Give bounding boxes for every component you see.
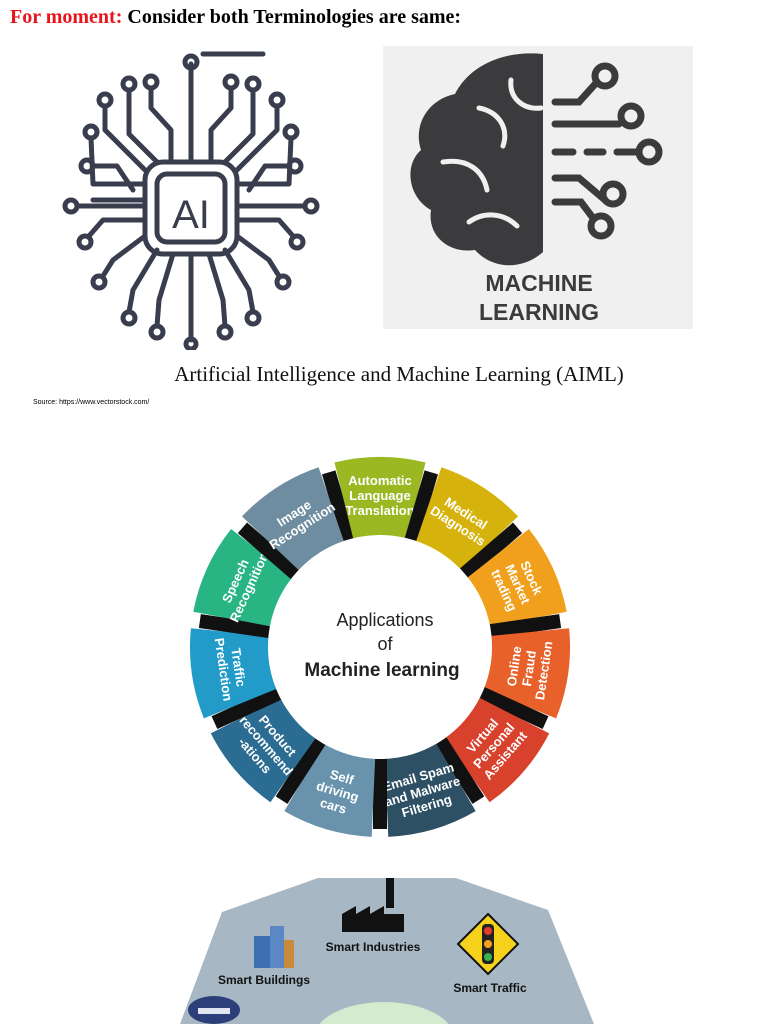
ai-chip-logo: AI <box>33 50 367 352</box>
figure-caption: Artificial Intelligence and Machine Lear… <box>174 362 624 386</box>
building-icon <box>254 926 294 968</box>
wheel-separator <box>275 737 326 804</box>
source-credit: Source: https://www.vectorstock.com/ <box>33 399 150 406</box>
smart-city-diagram: Smart Industries Smart Buildings Smart T… <box>0 870 768 1029</box>
wheel-separator <box>478 687 549 729</box>
wheel-segment <box>241 467 344 571</box>
wheel-segment <box>444 697 550 803</box>
wheel-separator <box>322 470 356 542</box>
ml-logo-line2: LEARNING <box>479 299 599 325</box>
wheel-center <box>272 539 488 755</box>
wheel-segment <box>416 467 519 571</box>
page-heading: For moment: Consider both Terminologies … <box>10 6 461 29</box>
factory-icon <box>342 878 404 932</box>
wheel-separator <box>489 614 562 638</box>
wheel-center-line2: of <box>377 634 393 654</box>
wheel-segment <box>483 628 571 719</box>
wheel-center-line3: Machine learning <box>304 660 459 681</box>
wheel-separator <box>211 687 282 729</box>
label-smart-industries: Smart Industries <box>326 940 421 954</box>
traffic-light-icon <box>456 912 520 976</box>
wheel-separator <box>237 522 300 579</box>
wheel-segment <box>190 628 277 719</box>
wheel-segment <box>384 743 476 837</box>
wheel-separator <box>460 522 523 579</box>
label-smart-buildings: Smart Buildings <box>218 973 310 987</box>
wheel-segment <box>210 697 316 803</box>
wheel-segment <box>334 457 426 539</box>
wheel-segment <box>467 528 567 627</box>
heading-text: Consider both Terminologies are same: <box>127 6 462 28</box>
brain-icon <box>410 53 544 266</box>
wheel-segment <box>193 528 293 627</box>
wheel-segment-label: Selfdrivingcars <box>310 764 364 819</box>
vehicle-icon <box>188 996 240 1024</box>
wheel-separator <box>198 614 271 638</box>
heading-lead: For moment: <box>10 6 123 28</box>
ai-logo-label: AI <box>172 193 210 237</box>
circuit-icon <box>551 62 663 240</box>
wheel-separator <box>404 470 438 542</box>
wheel-center-line1: Applications <box>336 610 433 630</box>
label-smart-traffic: Smart Traffic <box>453 981 527 995</box>
ml-logo-line1: MACHINE <box>485 270 592 296</box>
wheel-segment <box>284 743 376 837</box>
machine-learning-logo: MACHINE LEARNING <box>383 46 693 329</box>
wheel-separator <box>434 737 485 804</box>
